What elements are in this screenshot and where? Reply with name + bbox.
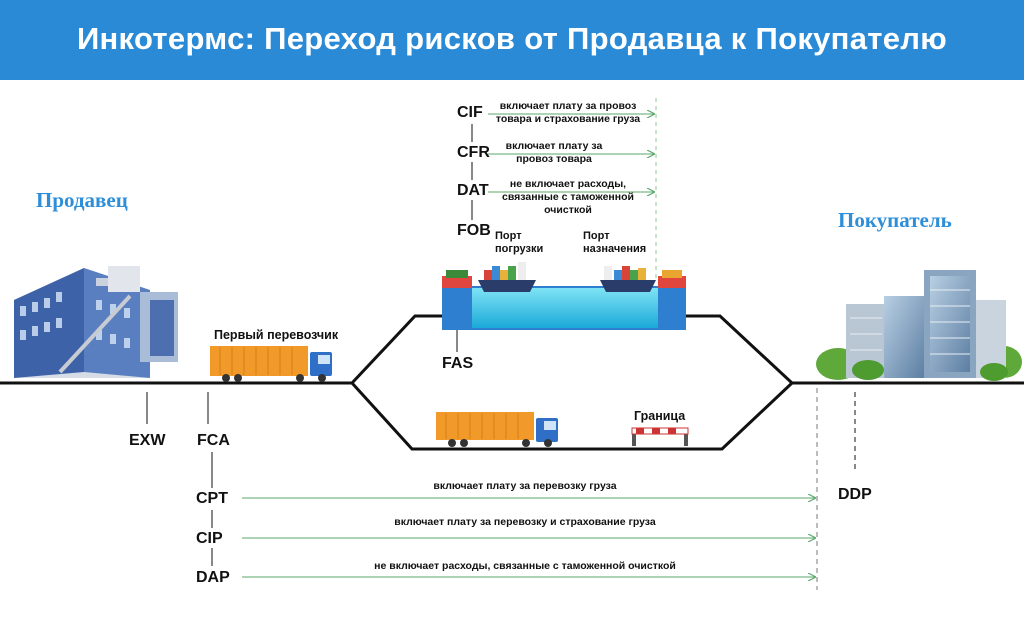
first-carrier-label: Первый перевозчик [214,328,339,342]
cif-note: включает плату за провоз товара и страхо… [495,100,641,125]
cip-note: включает плату за перевозку и страховани… [394,516,656,528]
border-barrier-icon [631,427,689,446]
buyer-office-illustration [816,270,1022,381]
term-fas: FAS [442,355,474,372]
dat-note: не включает расходы, связанные с таможен… [502,178,634,216]
port-loading-label: Порт погрузки [495,230,544,255]
header-bar [0,0,1024,80]
term-dap: DAP [196,569,230,586]
term-cif: CIF [457,104,483,121]
page-title: Инкотермс: Переход рисков от Продавца к … [76,21,948,56]
port-illustration [442,262,686,330]
seller-factory-illustration [14,266,178,378]
term-ticks [146,98,856,590]
border-label: Граница [634,409,686,423]
dap-note: не включает расходы, связанные с таможен… [374,560,676,572]
term-cpt: CPT [196,490,228,507]
route-lines [0,314,1024,451]
term-ddp: DDP [838,486,872,503]
cfr-note: включает плату за провоз товара [505,140,603,165]
ship-destination-icon [600,266,656,292]
term-cfr: CFR [457,144,490,161]
buyer-label: Покупатель [838,208,952,232]
ship-loading-icon [478,262,536,292]
seller-label: Продавец [36,188,128,212]
term-cip: CIP [196,530,223,547]
first-carrier-truck [210,346,332,382]
term-exw: EXW [129,432,166,449]
port-destination-label: Порт назначения [583,230,647,255]
term-fca: FCA [197,432,230,449]
border-truck [436,412,558,447]
cpt-note: включает плату за перевозку груза [433,480,617,492]
term-dat: DAT [457,182,489,199]
term-fob: FOB [457,222,491,239]
